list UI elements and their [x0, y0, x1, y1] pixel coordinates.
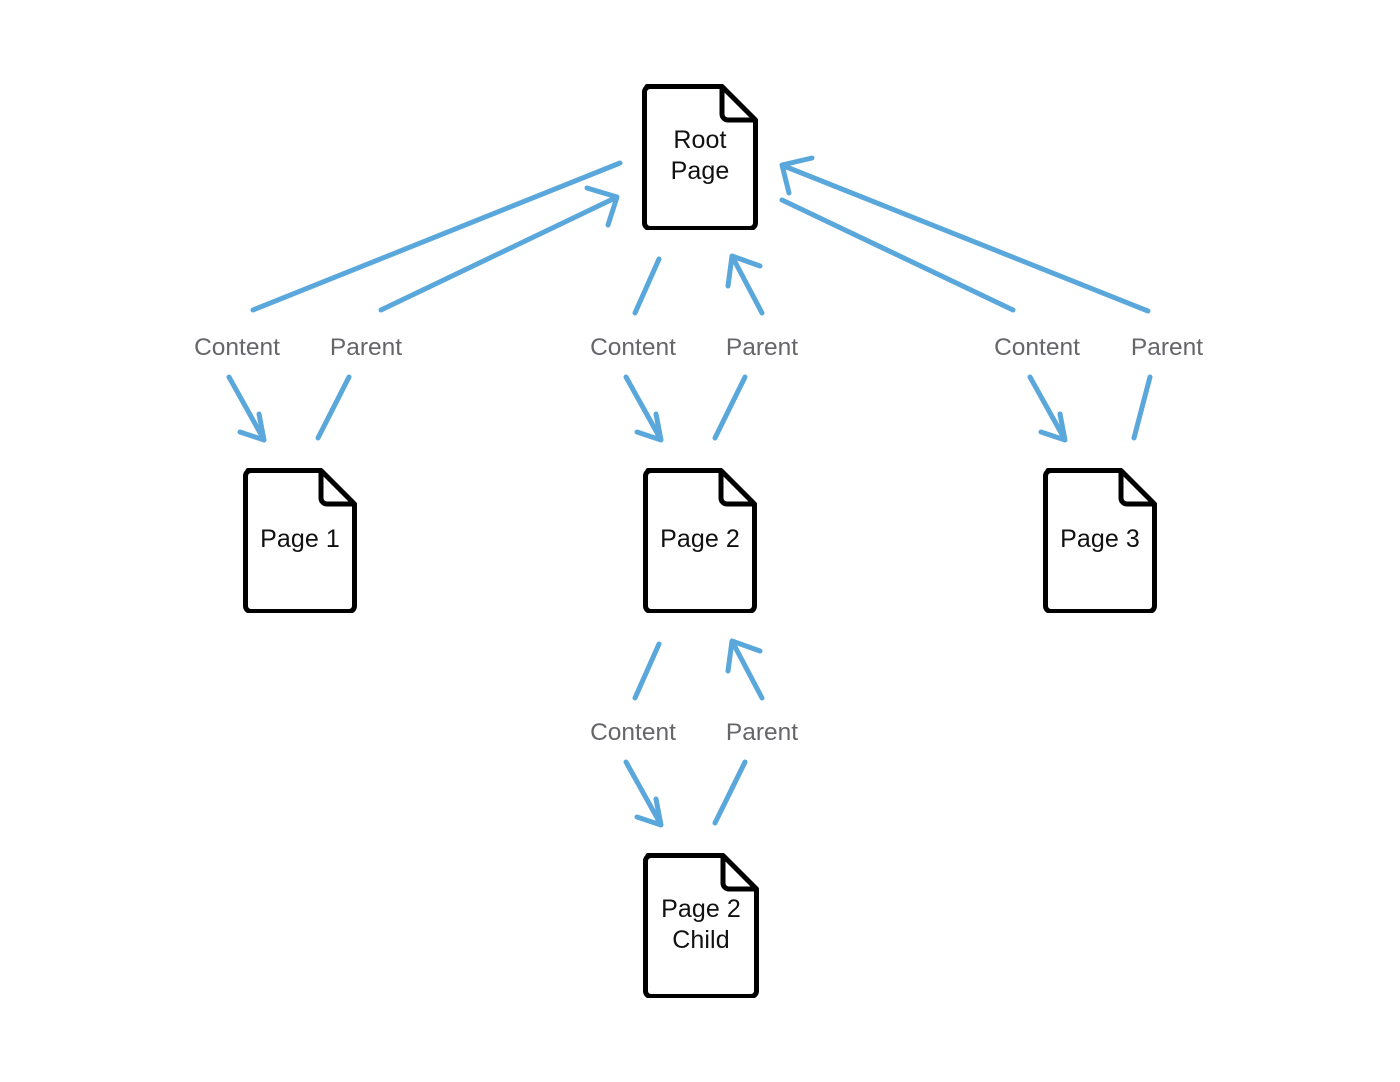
node-page-1[interactable]: Page 1	[241, 466, 359, 613]
node-page-2-child[interactable]: Page 2 Child	[641, 851, 761, 998]
edge-root-to-page1-content-lower	[226, 374, 267, 443]
edge-root-to-page2-content-upper	[632, 256, 662, 316]
edge-page1-to-root-parent-upper	[378, 185, 620, 313]
edge-page2-to-page2child-content-lower	[623, 759, 664, 828]
edge-page3-to-root-parent-lower	[1131, 374, 1153, 441]
edge-root-to-page3-content-upper	[779, 197, 1016, 313]
edge-label-parent-page2: Parent	[725, 334, 799, 361]
edge-label-content-page3: Content	[994, 334, 1080, 361]
edge-label-parent-page3: Parent	[1130, 334, 1204, 361]
edge-label-parent-page2child: Parent	[725, 719, 799, 746]
node-label-page-3: Page 3	[1060, 525, 1140, 553]
edge-label-content-page2child: Content	[590, 719, 676, 746]
node-label-page-2-child: Page 2 Child	[661, 894, 741, 954]
edge-page3-to-root-parent-upper	[779, 155, 1151, 314]
edge-page2-to-root-parent-lower	[712, 374, 748, 441]
edge-page2-to-page2child-content-upper	[632, 641, 662, 701]
edge-page2child-to-page2-parent-upper	[725, 638, 765, 701]
edge-label-parent-page1: Parent	[329, 334, 403, 361]
node-label-root-page: Root Page	[670, 126, 730, 185]
node-root-page[interactable]: Root Page	[640, 82, 760, 230]
node-page-3[interactable]: Page 3	[1041, 466, 1159, 613]
node-label-page-1: Page 1	[260, 525, 340, 553]
node-page-2[interactable]: Page 2	[641, 466, 759, 613]
edge-label-content-page2: Content	[590, 334, 676, 361]
node-label-page-2: Page 2	[660, 525, 740, 553]
edge-page1-to-root-parent-lower	[315, 374, 352, 441]
edge-page2-to-root-parent-upper	[725, 253, 765, 316]
edge-label-content-page1: Content	[194, 334, 280, 361]
edge-root-to-page1-content-upper	[250, 160, 623, 313]
edge-root-to-page3-content-lower	[1027, 374, 1068, 443]
edge-page2child-to-page2-parent-lower	[712, 759, 748, 826]
edge-root-to-page2-content-lower	[623, 374, 664, 443]
